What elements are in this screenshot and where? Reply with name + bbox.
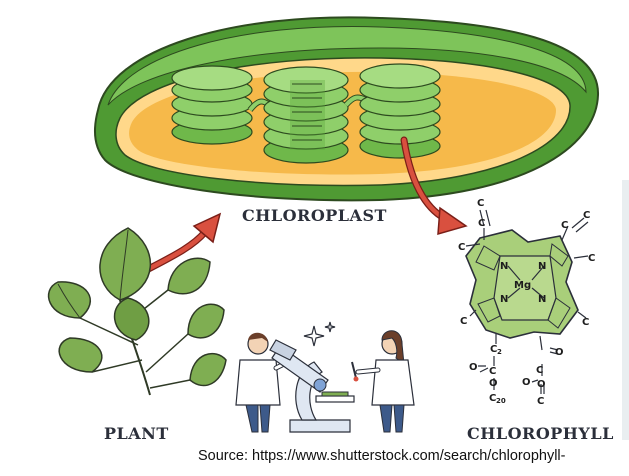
plant-label: PLANT [104,424,169,443]
atom-c-right: C [588,253,595,264]
scientist-left [235,332,295,433]
atom-mg: Mg [514,280,531,291]
atom-c-top-right-2: C [583,210,590,221]
arrow-chloroplast-to-chlorophyll [400,136,468,236]
atom-c-left: C [458,242,465,253]
atom-o-ester-1: O [522,377,531,388]
source-caption: Source: https://www.shutterstock.com/sea… [198,448,566,464]
scientist-right [351,330,415,433]
atom-c-right-lower: C [582,317,589,328]
atom-c-top-right: C [561,220,568,231]
atom-n-3: N [500,294,508,305]
chlorophyll-molecule: C C C C C C C C N N N N Mg C 2 C O O C 2… [458,198,595,407]
atom-c-chain-1: C [490,344,497,355]
atom-c-left-lower: C [460,316,467,327]
atom-o-ketone: O [555,347,564,358]
atom-c-top-left: C [477,198,484,209]
thylakoid-stack-right [359,63,441,159]
chloroplast-label: CHLOROPLAST [242,206,387,225]
atom-o-chain-2: O [489,378,498,389]
atom-c-ester: C [536,365,543,376]
edge-panel [622,180,629,440]
thylakoid-stack-left [171,65,253,145]
atom-n-1: N [500,261,508,272]
atom-o-ester-2: O [537,379,546,390]
atom-c-methyl: C [537,396,544,407]
thylakoid-stack-middle [263,66,349,164]
atom-n-2: N [538,261,546,272]
chloroplast-illustration [94,16,600,202]
atom-c-chain-2: C [489,366,496,377]
plant-illustration [47,227,227,396]
subscript-20: 20 [496,397,506,405]
microscope [269,339,355,433]
atom-n-4: N [538,294,546,305]
subscript-2: 2 [497,348,502,356]
chlorophyll-label: CHLOROPHYLL [467,424,614,443]
atom-c-top-left-2: C [478,218,485,229]
atom-c-chain-3: C [489,393,496,404]
atom-o-chain-1: O [469,362,478,373]
sparkle-icon [303,321,336,347]
scientists-microscope-illustration [235,321,415,433]
